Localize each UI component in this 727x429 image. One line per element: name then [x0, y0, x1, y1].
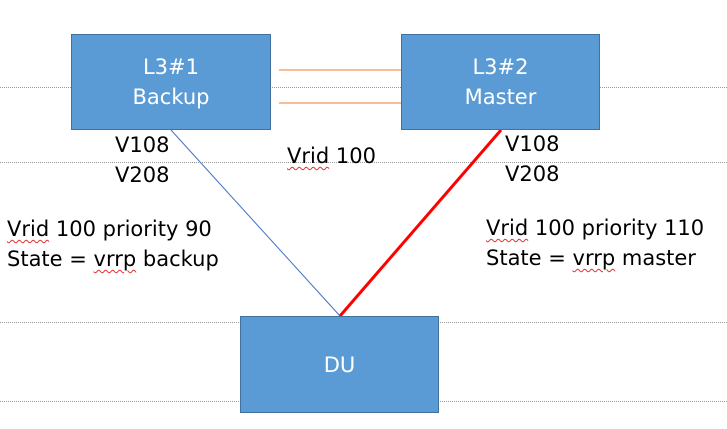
peer-vrid-label: Vrid 100	[287, 141, 376, 171]
master-vrrp-info: Vrid 100 priority 110 State = vrrp maste…	[486, 213, 704, 273]
master-state-word: vrrp	[572, 246, 616, 270]
backup-state-value: backup	[142, 247, 219, 271]
master-state-value: master	[621, 246, 696, 270]
master-vrid-word: Vrid	[486, 216, 529, 240]
backup-priority-line: Vrid 100 priority 90	[7, 214, 219, 244]
grid-line	[0, 162, 727, 163]
du-box[interactable]: DU	[240, 316, 439, 413]
du-name: DU	[323, 352, 356, 377]
l3-2-role: Master	[464, 85, 537, 109]
l3-2-vlan-1: V108	[505, 132, 560, 156]
peer-vrid-value: 100	[335, 144, 376, 168]
master-uplink	[338, 129, 503, 317]
backup-state-prefix: State =	[7, 247, 94, 271]
l3-1-vlan-list: V108 V208	[115, 130, 169, 190]
master-priority-line: Vrid 100 priority 110	[486, 213, 704, 243]
grid-line	[0, 87, 727, 88]
backup-state-word: vrrp	[93, 247, 137, 271]
l3-1-vlan-2: V208	[115, 163, 170, 187]
l3-2-vlan-list: V108 V208	[505, 129, 559, 189]
l3-1-vlan-1: V108	[115, 133, 170, 157]
l3-1-role: Backup	[132, 85, 210, 109]
backup-vrid-word: Vrid	[7, 217, 50, 241]
l3-1-switch-box[interactable]: L3#1 Backup	[71, 34, 271, 130]
master-state-line: State = vrrp master	[486, 243, 704, 273]
l3-1-name: L3#1	[142, 55, 200, 79]
l3-2-vlan-2: V208	[505, 162, 560, 186]
backup-vrrp-info: Vrid 100 priority 90 State = vrrp backup	[7, 214, 219, 274]
backup-priority-text: 100 priority 90	[55, 217, 212, 241]
master-state-prefix: State =	[486, 246, 573, 270]
backup-state-line: State = vrrp backup	[7, 244, 219, 274]
l3-2-name: L3#2	[472, 55, 529, 79]
l3-2-switch-box[interactable]: L3#2 Master	[401, 34, 600, 130]
peer-vrid-word: Vrid	[287, 144, 330, 168]
master-priority-text: 100 priority 110	[534, 216, 705, 240]
backup-uplink	[170, 129, 341, 317]
